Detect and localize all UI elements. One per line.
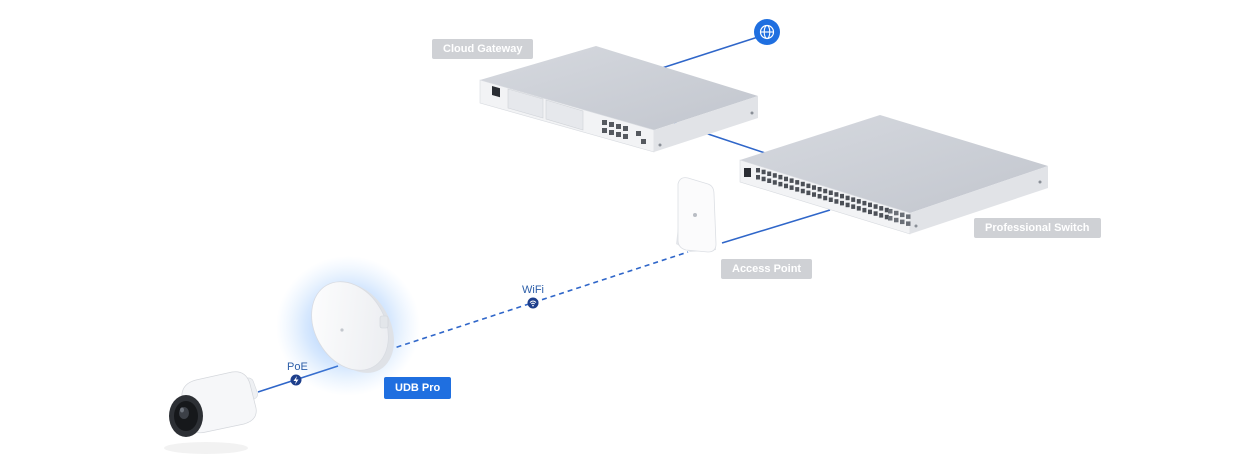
switch-port	[840, 201, 844, 206]
access-point-label: Access Point	[721, 259, 812, 279]
switch-port	[812, 185, 816, 190]
sfp-port	[906, 221, 911, 226]
switch-port	[806, 184, 810, 189]
switch-port	[818, 187, 822, 192]
switch-port	[868, 203, 872, 208]
switch-port	[834, 199, 838, 204]
switch-port	[834, 192, 838, 197]
sfp-port	[888, 216, 893, 221]
switch-port	[829, 191, 833, 196]
switch-port	[874, 204, 878, 209]
switch-port	[767, 179, 771, 184]
switch-port	[851, 197, 855, 202]
sfp-port	[900, 220, 905, 225]
switch-port	[795, 180, 799, 185]
switch-port	[801, 189, 805, 194]
switch-port	[762, 170, 766, 175]
switch-port	[784, 184, 788, 189]
switch-port	[762, 177, 766, 182]
switch-port	[857, 199, 861, 204]
switch-port	[795, 187, 799, 192]
switch-port	[778, 182, 782, 187]
switch-port	[862, 208, 866, 213]
switch-port	[857, 206, 861, 211]
switch-port	[784, 177, 788, 182]
switch-port	[790, 178, 794, 183]
switch-port	[862, 201, 866, 206]
switch-port	[823, 196, 827, 201]
switch-port	[806, 191, 810, 196]
professional-switch-label: Professional Switch	[974, 218, 1101, 238]
camera-device	[164, 372, 259, 454]
switch-port	[773, 180, 777, 185]
udb-pro-label: UDB Pro	[384, 377, 451, 399]
switch-port	[767, 172, 771, 177]
switch-port	[823, 189, 827, 194]
switch-port	[846, 196, 850, 201]
switch-port	[773, 173, 777, 178]
sfp-port	[888, 209, 893, 214]
switch-port	[790, 185, 794, 190]
link-gateway-internet	[662, 37, 758, 68]
sfp-port	[900, 213, 905, 218]
link-switch-ap	[722, 210, 830, 243]
bolt-icon	[291, 375, 302, 386]
poe-link-label: PoE	[287, 361, 308, 373]
sfp-port	[906, 214, 911, 219]
professional-switch-device	[740, 115, 1048, 234]
switch-port	[818, 194, 822, 199]
switch-port	[840, 194, 844, 199]
switch-port	[801, 182, 805, 187]
switch-port	[778, 175, 782, 180]
switch-port	[879, 206, 883, 211]
switch-port	[812, 192, 816, 197]
globe-icon	[754, 19, 780, 45]
access-point-device	[676, 178, 716, 252]
sfp-port	[894, 211, 899, 216]
wifi-icon	[528, 298, 539, 309]
switch-port	[756, 175, 760, 180]
sfp-port	[894, 218, 899, 223]
switch-port	[868, 210, 872, 215]
switch-port	[756, 168, 760, 173]
switch-port	[846, 203, 850, 208]
cloud-gateway-label: Cloud Gateway	[432, 39, 533, 59]
switch-port	[879, 213, 883, 218]
switch-port	[851, 204, 855, 209]
switch-port	[829, 198, 833, 203]
switch-port	[874, 211, 878, 216]
wifi-link-label: WiFi	[522, 284, 544, 296]
